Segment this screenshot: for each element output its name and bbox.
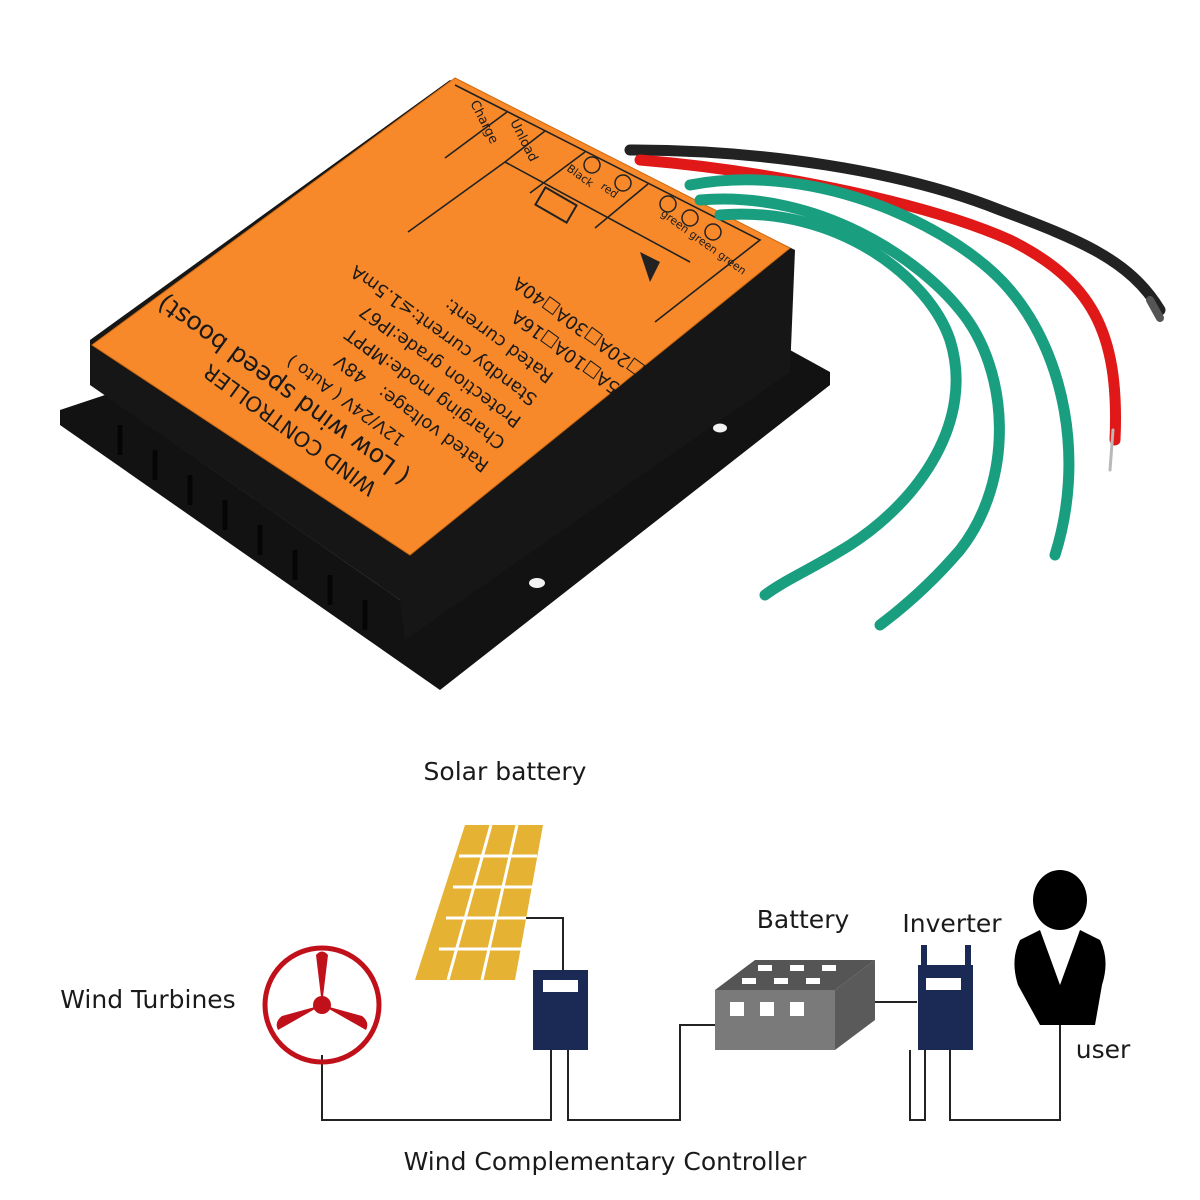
green-wire-1 (684, 174, 1075, 561)
green-wire-2 (694, 193, 1005, 631)
complementary-controller-icon (533, 970, 588, 1050)
flange-hole (529, 578, 545, 588)
phase-terminal-icon (704, 223, 722, 241)
wire-tip (1146, 296, 1164, 322)
wind-turbines-label: Wind Turbines (60, 985, 235, 1014)
heatsink-fins (117, 425, 368, 630)
sticker-grid (407, 84, 762, 323)
controller-caption: Wind Complementary Controller (404, 1147, 807, 1176)
plus-terminal-icon (614, 174, 632, 192)
solar-panel-icon (415, 824, 543, 981)
wire-tip (1108, 428, 1115, 472)
diagram-connections (321, 917, 1061, 1121)
turbine-symbol-icon (640, 252, 660, 282)
phase-terminal-icon (659, 195, 677, 213)
battery-label: Battery (757, 905, 850, 934)
green-wire-3 (714, 208, 962, 601)
terminal-symbols (583, 156, 722, 241)
system-diagram: Solar battery Wind Turbines (60, 757, 1131, 1176)
red-wire (634, 154, 1122, 446)
black-wire (624, 144, 1166, 316)
inverter-label: Inverter (902, 909, 1002, 938)
phase-terminal-icon (681, 209, 699, 227)
battery-symbol-icon (534, 185, 578, 225)
minus-terminal-icon (583, 156, 601, 174)
controller-sticker (91, 77, 791, 556)
battery-icon (715, 960, 875, 1050)
user-label: user (1076, 1035, 1131, 1064)
flange-hole (713, 423, 727, 433)
solar-battery-label: Solar battery (424, 757, 587, 786)
inverter-icon (918, 945, 973, 1050)
wind-turbine-icon (262, 945, 382, 1065)
user-icon (1014, 870, 1106, 1025)
controller-photo: WIND CONTROLLER ( Low wind speed boost) … (60, 77, 830, 690)
wires (624, 144, 1166, 631)
